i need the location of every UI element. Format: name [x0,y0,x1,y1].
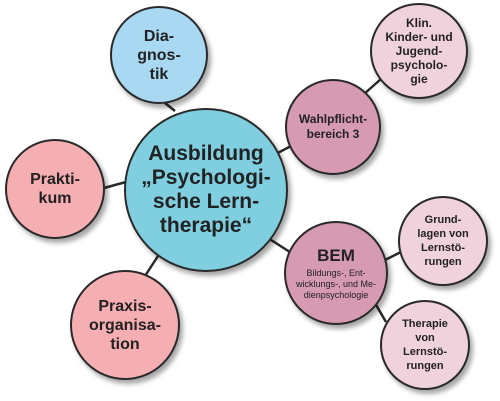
node-center-line: therapie“ [159,214,253,237]
connector-center-praktikum [103,180,127,190]
node-therapie-line: Lernstö- [403,346,447,358]
node-klinische-psychologie-line: Klin. [406,16,432,30]
node-grundlagen-lernstoerungen: Grund- lagen von Lernstö- rungen [398,196,488,286]
node-center-line: sche Lern- [152,190,260,213]
node-diagnostik-line: gnos- [137,46,181,64]
node-bem-subtitle-line: dienpsychologie [303,289,369,300]
node-praktikum-line: Prakti- [30,171,80,188]
node-klinische-psychologie-line: Kinder- und [385,30,453,44]
node-wahlpflichtbereich: Wahlpflicht- bereich 3 [285,79,381,175]
node-center-line: Ausbildung [148,142,264,165]
node-klinische-psychologie: Klin. Kinder- und Jugend- psycholo- gie [370,3,468,99]
node-diagnostik-line: Dia- [143,27,175,45]
node-praxisorganisation: Praxis- organisa- tion [70,270,180,380]
node-praxisorganisation-line: organisa- [88,316,161,334]
connector-bem-grundlagen [384,250,402,262]
node-center-line: „Psychologi- [141,166,271,189]
node-diagnostik-line: tik [149,65,169,83]
node-klinische-psychologie-line: gie [410,72,428,86]
connector-center-diagnostik [164,102,176,112]
node-bem: BEM Bildungs-, Ent- wicklungs-, und Me- … [284,221,388,325]
node-grundlagen-line: Lernstö- [421,242,465,254]
node-diagnostik: Dia- gnos- tik [110,6,208,104]
node-praktikum-line: kum [38,190,72,207]
node-therapie-line: rungen [406,360,444,372]
node-wahlpflichtbereich-line: bereich 3 [306,127,360,141]
node-bem-subtitle-line: wicklungs-, und Me- [295,278,377,289]
node-praxisorganisation-line: tion [110,335,140,353]
node-praxisorganisation-line: Praxis- [98,297,152,315]
node-grundlagen-line: lagen von [417,228,469,240]
node-bem-subtitle-line: Bildungs-, Ent- [306,267,366,278]
node-bem-title: BEM [317,245,355,265]
node-wahlpflichtbereich-line: Wahlpflicht- [298,112,368,126]
node-center-ausbildung: Ausbildung „Psychologi- sche Lern- thera… [124,108,288,272]
node-therapie-lernstoerungen: Therapie von Lernstö- rungen [380,300,470,390]
connector-center-praxisorganisation [143,255,160,277]
node-praktikum: Prakti- kum [5,139,105,239]
node-klinische-psychologie-line: Jugend- [395,44,443,58]
node-therapie-line: Therapie [402,318,448,330]
node-grundlagen-line: Grund- [424,214,462,226]
node-therapie-line: von [415,332,435,344]
connector-wahlpflicht-klinische [363,78,382,95]
node-klinische-psychologie-line: psycholo- [390,58,448,72]
connector-bem-therapie [373,302,388,323]
node-grundlagen-line: rungen [424,256,462,268]
